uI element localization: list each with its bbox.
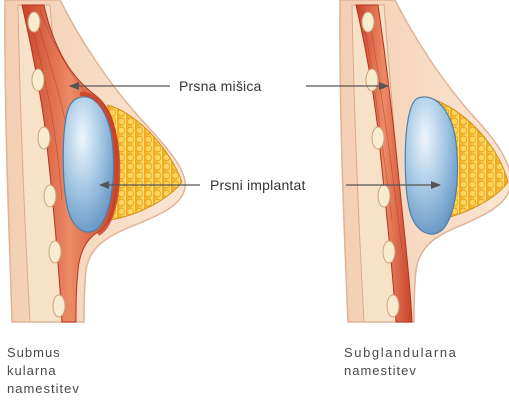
caption-right-line-2: namestitev — [344, 362, 457, 380]
caption-left-line-1: Submus — [7, 344, 80, 362]
caption-right-line-1: Subglandularna — [344, 344, 457, 362]
left-implant — [63, 97, 113, 232]
label-pectoral-muscle: Prsna mišica — [179, 78, 262, 94]
label-breast-implant: Prsni implantat — [210, 177, 306, 193]
caption-subglandular: Subglandularna namestitev — [344, 344, 457, 380]
caption-submuscular: Submus kularna namestitev — [7, 344, 80, 398]
right-figure — [340, 0, 509, 322]
left-figure — [5, 0, 185, 322]
caption-left-line-3: namestitev — [7, 380, 80, 398]
right-implant — [405, 97, 457, 234]
caption-left-line-2: kularna — [7, 362, 80, 380]
